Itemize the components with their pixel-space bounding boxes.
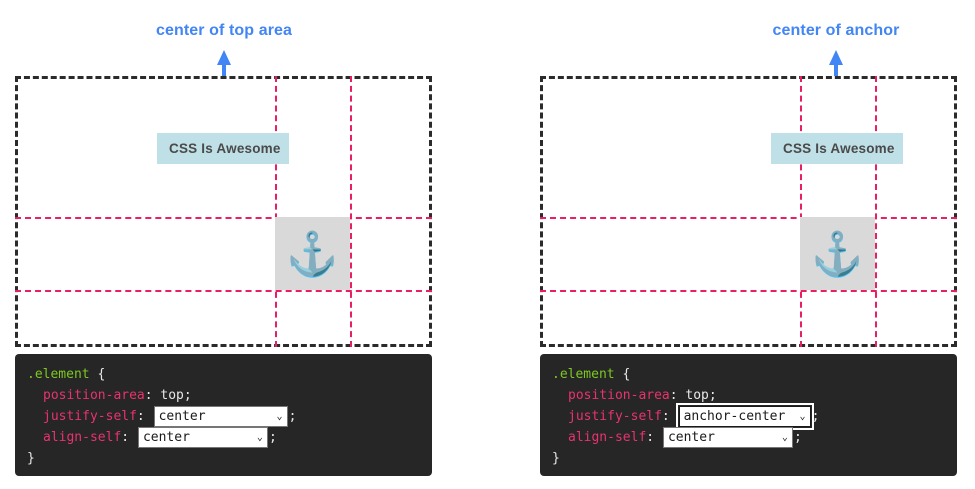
panel-caption-left: center of top area (155, 22, 293, 39)
position-area-gridline-h (15, 290, 432, 292)
code-line-justify-self: justify-self: anchor-center⌄; (552, 403, 945, 430)
panel-caption-right: center of anchor (772, 22, 900, 39)
code-block-right: .element { position-area: top; justify-s… (540, 354, 957, 476)
anchor-element-left: ⚓ (275, 217, 350, 290)
open-brace: { (622, 367, 631, 382)
property-position-area: position-area (568, 388, 670, 403)
position-area-gridline-v (275, 76, 277, 347)
close-brace: } (27, 451, 35, 466)
code-block-left: .element { position-area: top; justify-s… (15, 354, 432, 476)
semicolon: ; (793, 430, 802, 445)
justify-self-select-right[interactable]: anchor-center (675, 403, 814, 430)
semicolon: ; (708, 388, 717, 403)
code-line-close: } (552, 448, 945, 469)
code-line-justify-self: justify-self: center⌄; (27, 406, 420, 427)
align-self-select-wrap[interactable]: center⌄ (662, 427, 794, 448)
colon: : (121, 430, 130, 445)
colon: : (136, 409, 145, 424)
colon: : (669, 388, 678, 403)
property-align-self: align-self (43, 430, 122, 445)
align-self-select-right[interactable]: center (662, 427, 793, 448)
value-position-area: top (685, 388, 709, 403)
property-align-self: align-self (568, 430, 647, 445)
code-line-position-area: position-area: top; (552, 385, 945, 406)
code-line-close: } (27, 448, 420, 469)
colon: : (144, 388, 153, 403)
containing-block-right (540, 76, 957, 347)
semicolon: ; (288, 409, 297, 424)
property-justify-self: justify-self (43, 409, 137, 424)
anchor-icon: ⚓ (286, 229, 339, 277)
code-line-align-self: align-self: center⌄; (27, 427, 420, 448)
justify-self-select-wrap[interactable]: center⌄ (153, 406, 289, 427)
colon: : (661, 409, 670, 424)
code-line-align-self: align-self: center⌄; (552, 427, 945, 448)
code-line-selector: .element { (27, 364, 420, 385)
justify-self-select-left[interactable]: center (153, 406, 288, 427)
property-justify-self: justify-self (568, 409, 662, 424)
positioned-element-left: CSS Is Awesome (157, 133, 289, 164)
justify-self-select-wrap[interactable]: anchor-center⌄ (675, 403, 814, 430)
code-line-selector: .element { (552, 364, 945, 385)
close-brace: } (552, 451, 560, 466)
containing-block-left (15, 76, 432, 347)
property-position-area: position-area (43, 388, 145, 403)
semicolon: ; (183, 388, 192, 403)
demo-panel-left: center of top area ⚓ CSS Is Awesome .ele… (0, 0, 487, 489)
css-selector: .element (27, 367, 90, 382)
position-area-gridline-v (350, 76, 352, 347)
open-brace: { (97, 367, 106, 382)
position-area-gridline-h (15, 217, 432, 219)
align-self-select-wrap[interactable]: center⌄ (137, 427, 269, 448)
semicolon: ; (268, 430, 277, 445)
code-line-position-area: position-area: top; (27, 385, 420, 406)
colon: : (646, 430, 655, 445)
align-self-select-left[interactable]: center (137, 427, 268, 448)
css-selector: .element (552, 367, 615, 382)
semicolon: ; (811, 409, 820, 424)
value-position-area: top (160, 388, 184, 403)
